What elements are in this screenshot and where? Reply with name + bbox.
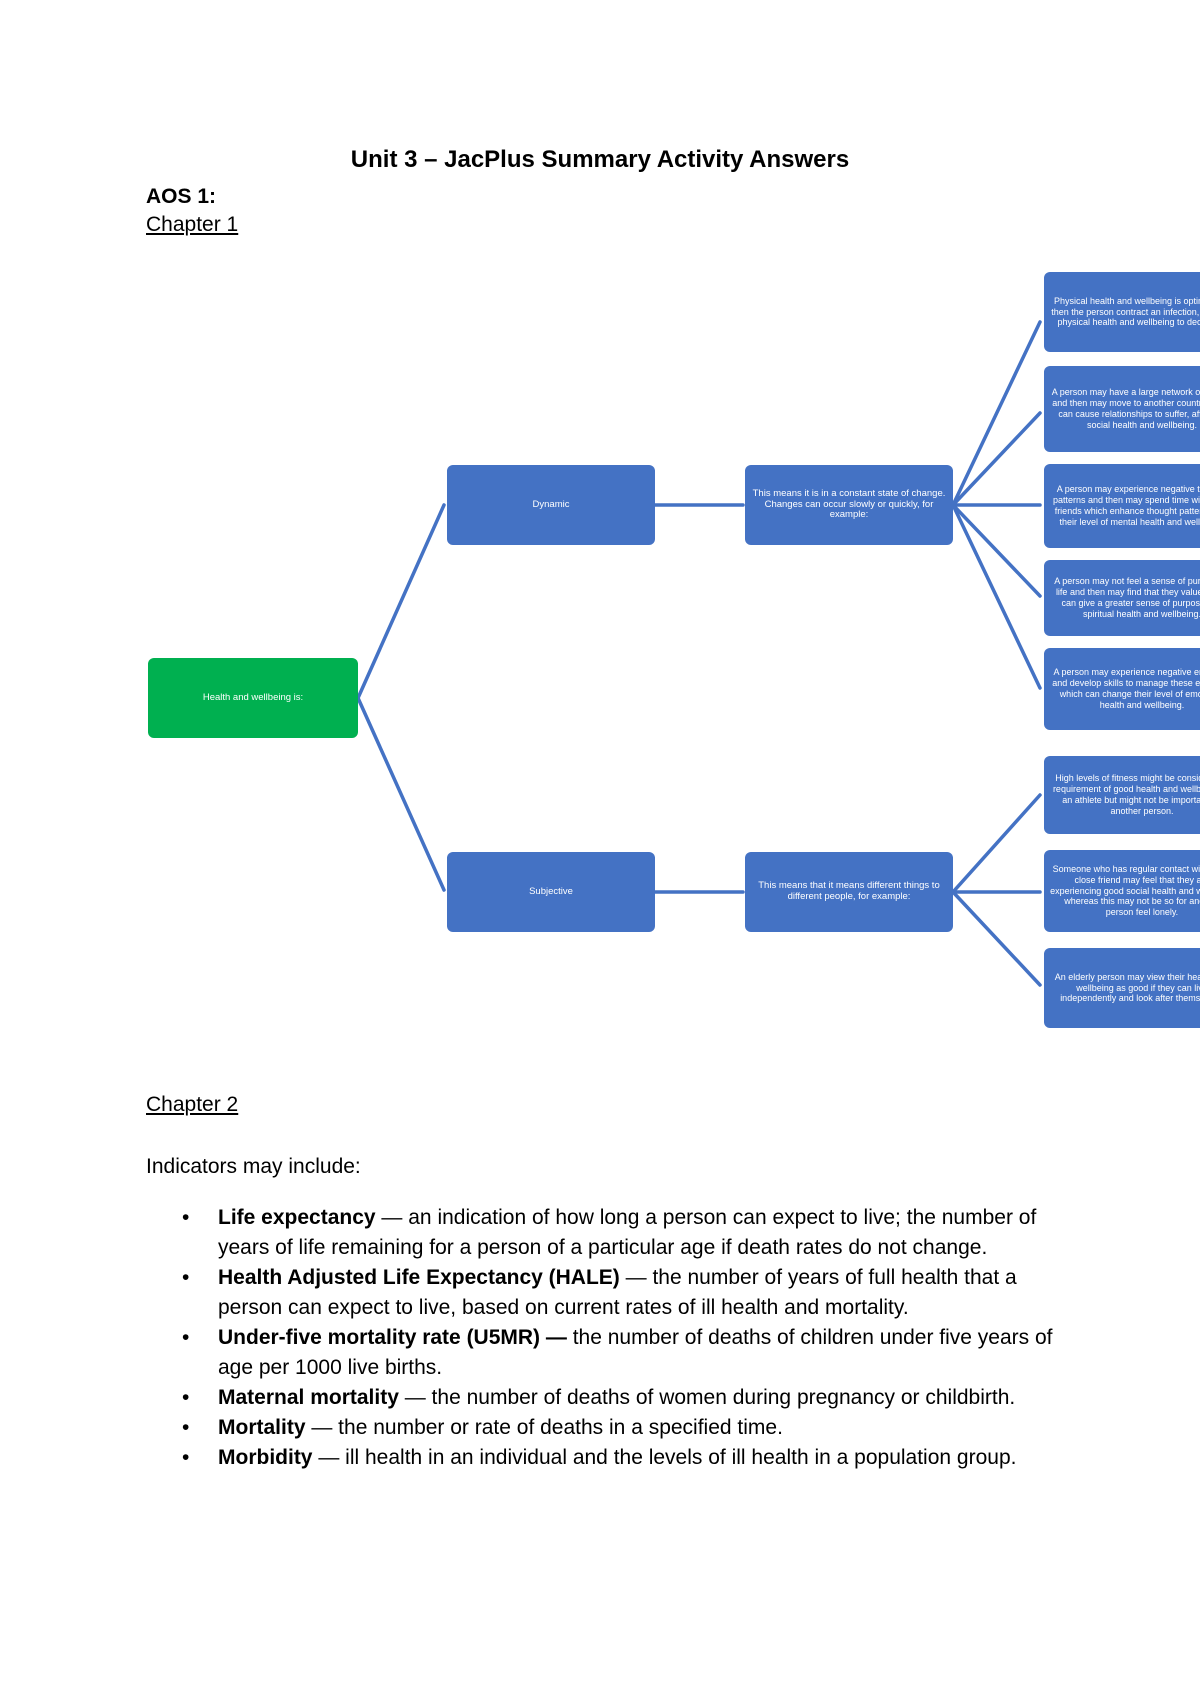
- list-item: • Morbidity — ill health in an individual…: [146, 1443, 1086, 1473]
- dynamic-example-2: A person may have a large network of fri…: [1044, 366, 1200, 452]
- diagram-connectors: [356, 320, 1042, 987]
- root-node: Health and wellbeing is:: [148, 658, 358, 738]
- bullet-icon: •: [182, 1386, 190, 1409]
- indicators-intro: Indicators may include:: [146, 1155, 361, 1178]
- list-item: • Maternal mortality — the number of deat…: [146, 1383, 1086, 1413]
- dynamic-example-5: A person may experience negative emotion…: [1044, 648, 1200, 730]
- indicator-term: Maternal mortality: [218, 1386, 399, 1409]
- indicator-term: Health Adjusted Life Expectancy (HALE): [218, 1266, 620, 1289]
- subjective-node: Subjective: [447, 852, 655, 932]
- list-item: •Health Adjusted Life Expectancy (HALE) …: [146, 1263, 1086, 1323]
- connector-subjective-example-1: [951, 793, 1042, 894]
- indicator-definition: — an indication of how long a person can…: [218, 1206, 1037, 1259]
- example-nodes: Physical health and wellbeing is optimal…: [1040, 260, 1200, 1040]
- indicator-definition: — ill health in an individual and the le…: [312, 1446, 1017, 1469]
- list-item: • Under-five mortality rate (U5MR) — the …: [146, 1323, 1086, 1383]
- indicator-term: Under-five mortality rate (U5MR) —: [218, 1326, 567, 1349]
- connector-dynamic-example-4: [951, 503, 1042, 598]
- subjective-example-2: Someone who has regular contact with one…: [1044, 850, 1200, 932]
- dynamic-example-1: Physical health and wellbeing is optimal…: [1044, 272, 1200, 352]
- dynamic-node: Dynamic: [447, 465, 655, 545]
- chapter-2-heading: Chapter 2: [146, 1093, 239, 1116]
- dynamic-example-3: A person may experience negative thought…: [1044, 464, 1200, 548]
- indicator-definition: — the number of deaths of women during p…: [398, 1386, 1016, 1409]
- connector-dynamic-example-1: [951, 320, 1042, 507]
- chapter-1-heading: Chapter 1: [146, 213, 239, 236]
- indicator-definition: — the number of years of full health tha…: [218, 1266, 1017, 1319]
- bullet-icon: •: [182, 1266, 190, 1289]
- dynamic-explanation-node: This means it is in a constant state of …: [745, 465, 953, 545]
- bullet-icon: •: [182, 1326, 190, 1349]
- list-item: • Life expectancy — an indication of how …: [146, 1203, 1086, 1263]
- bullet-icon: •: [182, 1416, 190, 1439]
- page-title: Unit 3 – JacPlus Summary Activity Answer…: [350, 146, 850, 173]
- subjective-example-3: An elderly person may view their health …: [1044, 948, 1200, 1028]
- connector-subjective-example-3: [951, 890, 1042, 987]
- indicator-term: Morbidity: [218, 1446, 313, 1469]
- indicator-definition: — the number or rate of deaths in a spec…: [305, 1416, 783, 1439]
- connector-dynamic-example-5: [951, 503, 1042, 690]
- connector-root-subjective: [356, 696, 446, 892]
- subjective-example-1: High levels of fitness might be consider…: [1044, 756, 1200, 834]
- indicator-term: Mortality: [218, 1416, 306, 1439]
- health-wellbeing-diagram: Health and wellbeing is: Dynamic This me…: [148, 260, 1200, 1040]
- dynamic-example-4: A person may not feel a sense of purpose…: [1044, 560, 1200, 636]
- connector-root-dynamic: [356, 503, 446, 700]
- connector-dynamic-example-2: [951, 411, 1042, 507]
- list-item: • Mortality — the number or rate of death…: [146, 1413, 1086, 1443]
- indicator-term: Life expectancy: [218, 1206, 376, 1229]
- aos-label: AOS 1:: [146, 185, 217, 208]
- indicator-definition: the number of deaths of children under f…: [218, 1326, 1053, 1379]
- bullet-icon: •: [182, 1206, 190, 1229]
- subjective-explanation-node: This means that it means different thing…: [745, 852, 953, 932]
- indicator-list: • Life expectancy — an indication of how …: [146, 1203, 1086, 1473]
- bullet-icon: •: [182, 1446, 190, 1469]
